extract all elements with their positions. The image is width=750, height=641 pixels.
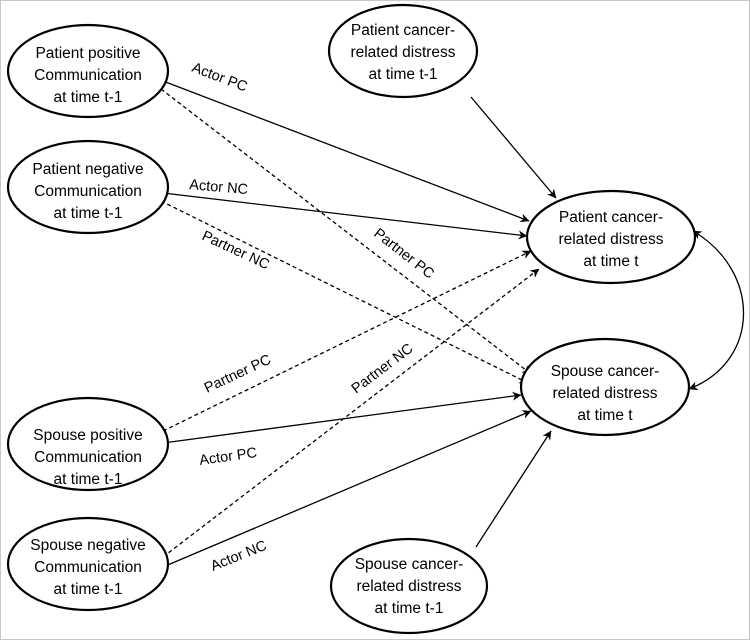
- node-line: at time t-1: [375, 600, 444, 617]
- node-line: Communication: [34, 449, 142, 466]
- edge-spouse-actor-nc: [162, 410, 532, 568]
- node-spouse-positive-communication: Spouse positive Communication at time t-…: [6, 396, 170, 492]
- node-line: Spouse cancer-: [355, 556, 464, 573]
- node-line: Communication: [34, 67, 142, 84]
- node-line: Spouse positive: [33, 427, 142, 444]
- node-line: Spouse negative: [30, 537, 145, 554]
- node-spouse-distress-t-minus-1: Spouse cancer- related distress at time …: [329, 537, 489, 635]
- node-patient-positive-communication: Patient positive Communication at time t…: [6, 23, 170, 119]
- node-patient-negative-communication: Patient negative Communication at time t…: [6, 139, 170, 235]
- node-line: at time t: [583, 253, 639, 270]
- edges: [160, 80, 745, 568]
- node-line: at time t-1: [54, 581, 123, 598]
- edge-labels: Actor PC Actor NC Partner NC Partner PC …: [189, 60, 437, 575]
- edge-distress-correlation: [688, 230, 745, 391]
- node-patient-distress-t-minus-1: Patient cancer- related distress at time…: [327, 3, 479, 99]
- node-spouse-negative-communication: Spouse negative Communication at time t-…: [6, 516, 170, 612]
- edge-spouse-actor-pc: [162, 391, 522, 444]
- node-line: Communication: [34, 183, 142, 200]
- edge-spouse-partner-pc: [162, 250, 532, 432]
- node-patient-distress-t: Patient cancer- related distress at time…: [525, 189, 697, 285]
- node-line: Communication: [34, 559, 142, 576]
- node-line: Spouse cancer-: [551, 363, 660, 380]
- edge-patient-actor-nc: [162, 192, 528, 240]
- node-line: related distress: [356, 578, 461, 595]
- node-line: at time t-1: [54, 205, 123, 222]
- label-spouse-partner-pc: Partner PC: [202, 352, 274, 397]
- node-line: at time t-1: [54, 89, 123, 106]
- node-line: at time t-1: [54, 471, 123, 488]
- node-line: Patient negative: [32, 161, 143, 178]
- edge-spouse-partner-nc: [162, 268, 540, 558]
- edge-patient-partner-pc: [160, 88, 532, 375]
- node-line: at time t: [577, 407, 633, 424]
- label-spouse-actor-pc: Actor PC: [198, 445, 258, 469]
- label-patient-partner-pc: Partner PC: [371, 226, 437, 283]
- label-patient-partner-nc: Partner NC: [199, 228, 271, 273]
- label-patient-actor-pc: Actor PC: [190, 60, 250, 96]
- node-line: related distress: [558, 231, 663, 248]
- edge-patient-actor-pc: [162, 80, 530, 223]
- node-spouse-distress-t: Spouse cancer- related distress at time …: [519, 337, 691, 437]
- edge-spouse-distress-stability: [475, 430, 552, 548]
- edge-patient-partner-nc: [160, 200, 529, 384]
- node-line: Patient cancer-: [351, 22, 455, 39]
- node-line: Patient cancer-: [559, 209, 663, 226]
- node-line: at time t-1: [369, 66, 438, 83]
- node-line: related distress: [552, 385, 657, 402]
- edge-patient-distress-stability: [470, 96, 557, 199]
- label-patient-actor-nc: Actor NC: [189, 177, 249, 198]
- node-line: related distress: [350, 44, 455, 61]
- node-line: Patient positive: [35, 45, 140, 62]
